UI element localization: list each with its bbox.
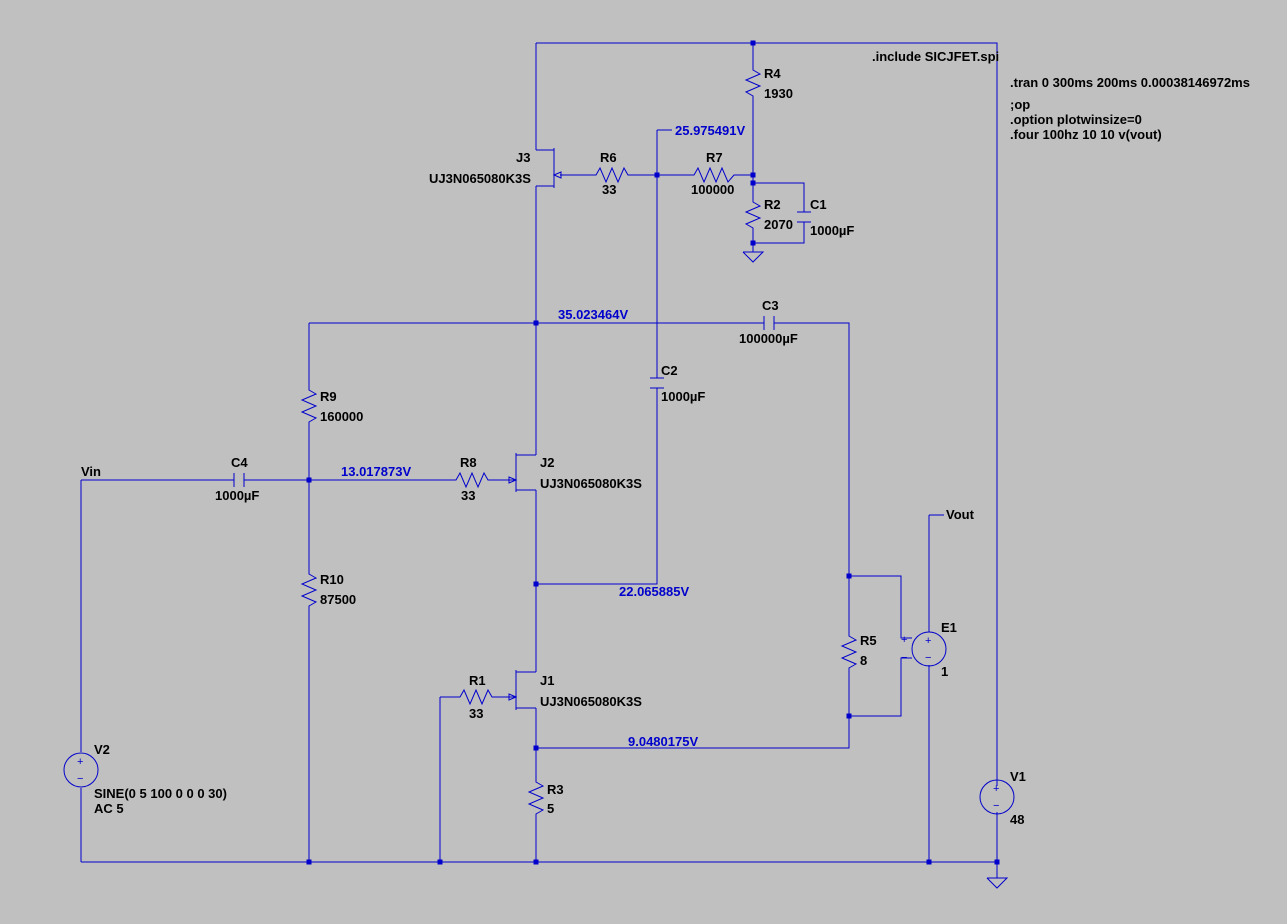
minus-sign-icon: − <box>925 652 931 664</box>
resistor-r9[interactable]: R9 160000 <box>300 386 363 424</box>
r8-value: 33 <box>461 488 475 503</box>
r9-value: 160000 <box>320 409 363 424</box>
resistor-r7[interactable]: R7 100000 <box>690 150 738 197</box>
v1-name: V1 <box>1010 769 1026 784</box>
r1-value: 33 <box>469 706 483 721</box>
resistor-r2[interactable]: R2 2070 <box>744 197 793 236</box>
j2-value: UJ3N065080K3S <box>540 476 642 491</box>
r7-name: R7 <box>706 150 723 165</box>
capacitor-c2[interactable]: C2 1000µF <box>650 363 705 404</box>
plus-sign-icon: + <box>925 635 931 647</box>
r4-value: 1930 <box>764 86 793 101</box>
j3-gate-arrow-icon <box>552 171 562 179</box>
directive-tran[interactable]: .tran 0 300ms 200ms 0.00038146972ms <box>1010 75 1250 90</box>
c1-name: C1 <box>810 197 827 212</box>
directive-option[interactable]: .option plotwinsize=0 <box>1010 112 1142 127</box>
r8-name: R8 <box>460 455 477 470</box>
c2-value: 1000µF <box>661 389 705 404</box>
resistor-r8[interactable]: R8 33 <box>452 455 490 503</box>
e1-name: E1 <box>941 620 957 635</box>
capacitor-c1[interactable]: C1 1000µF <box>797 197 854 238</box>
v2-name: V2 <box>94 742 110 757</box>
directive-op[interactable]: ;op <box>1010 97 1030 112</box>
input-minus-icon: − <box>901 652 907 664</box>
node-voltage-gate3: 25.975491V <box>675 123 745 138</box>
r7-value: 100000 <box>691 182 734 197</box>
plus-sign-icon: + <box>77 756 83 768</box>
input-plus-icon: + <box>901 634 907 646</box>
voltage-source-v1[interactable]: + − V1 48 <box>979 769 1026 827</box>
j2-name: J2 <box>540 455 554 470</box>
node-voltage-mid: 22.065885V <box>619 584 689 599</box>
r9-name: R9 <box>320 389 337 404</box>
j1-name: J1 <box>540 673 554 688</box>
wires <box>80 42 998 878</box>
e1-value: 1 <box>941 664 948 679</box>
resistor-r3[interactable]: R3 5 <box>527 778 564 818</box>
r1-name: R1 <box>469 673 486 688</box>
ground-icon <box>742 251 765 263</box>
jfet-j2[interactable]: J2 UJ3N065080K3S <box>508 453 642 492</box>
jfet-j1[interactable]: J1 UJ3N065080K3S <box>508 670 642 710</box>
net-label-vout: Vout <box>946 507 975 522</box>
c4-name: C4 <box>231 455 248 470</box>
j3-value: UJ3N065080K3S <box>429 171 531 186</box>
resistor-r4[interactable]: R4 1930 <box>744 66 793 102</box>
r5-name: R5 <box>860 633 877 648</box>
voltage-source-v2[interactable]: + − V2 SINE(0 5 100 0 0 0 30) AC 5 <box>63 742 227 816</box>
capacitor-c4[interactable]: C4 1000µF <box>215 455 259 503</box>
c3-value: 100000µF <box>739 331 798 346</box>
jfet-j3[interactable]: J3 UJ3N065080K3S <box>429 148 562 188</box>
r2-value: 2070 <box>764 217 793 232</box>
v2-ac: AC 5 <box>94 801 124 816</box>
j1-value: UJ3N065080K3S <box>540 694 642 709</box>
v1-value: 48 <box>1010 812 1024 827</box>
r3-value: 5 <box>547 801 554 816</box>
r6-name: R6 <box>600 150 617 165</box>
minus-sign-icon: − <box>993 800 999 812</box>
r4-name: R4 <box>764 66 781 81</box>
resistor-r6[interactable]: R6 33 <box>592 150 632 197</box>
net-label-vin: Vin <box>81 464 101 479</box>
r2-name: R2 <box>764 197 781 212</box>
resistor-r10[interactable]: R10 87500 <box>300 570 356 608</box>
c3-name: C3 <box>762 298 779 313</box>
r10-value: 87500 <box>320 592 356 607</box>
minus-sign-icon: − <box>77 773 83 785</box>
resistor-r1[interactable]: R1 33 <box>456 673 496 721</box>
c4-value: 1000µF <box>215 488 259 503</box>
v2-value: SINE(0 5 100 0 0 0 30) <box>94 786 227 801</box>
r5-value: 8 <box>860 653 867 668</box>
j1-gate-arrow-icon <box>508 693 518 701</box>
node-voltage-src1: 9.0480175V <box>628 734 698 749</box>
node-voltage-gate2: 13.017873V <box>341 464 411 479</box>
r10-name: R10 <box>320 572 344 587</box>
ground-icon <box>986 877 1009 889</box>
junctions <box>306 40 1000 865</box>
j3-name: J3 <box>516 150 530 165</box>
r6-value: 33 <box>602 182 616 197</box>
r3-name: R3 <box>547 782 564 797</box>
capacitor-c3[interactable]: C3 100000µF <box>739 298 798 346</box>
j2-gate-arrow-icon <box>508 476 518 484</box>
plus-sign-icon: + <box>993 783 999 795</box>
resistor-r5[interactable]: R5 8 <box>840 632 877 672</box>
c1-value: 1000µF <box>810 223 854 238</box>
node-voltage-rail: 35.023464V <box>558 307 628 322</box>
c2-name: C2 <box>661 363 678 378</box>
vcvs-e1[interactable]: + − + − E1 1 <box>901 620 957 679</box>
directive-four[interactable]: .four 100hz 10 10 v(vout) <box>1010 127 1162 142</box>
directive-include[interactable]: .include SICJFET.spi <box>872 49 999 64</box>
